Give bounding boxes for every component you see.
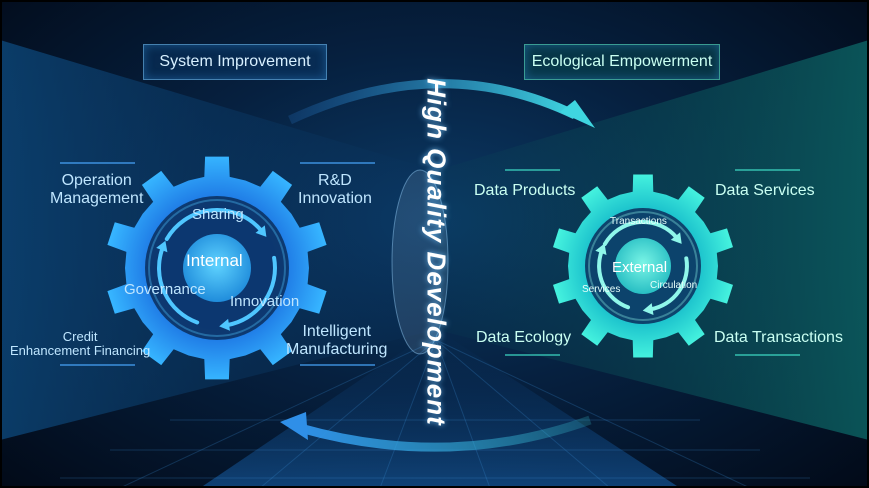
top-arrow-body bbox=[288, 79, 577, 125]
external-gear-cycle-arrowhead-1 bbox=[670, 232, 682, 244]
external-gear-cycle-arrow-2 bbox=[648, 256, 689, 312]
external-gear-cycle-arrowhead-2 bbox=[642, 303, 654, 315]
internal-gear bbox=[107, 156, 327, 380]
operation-management-label: Operation Management bbox=[50, 172, 144, 207]
label-accents bbox=[60, 162, 800, 366]
intelligent-manufacturing-label: Intelligent Manufacturing bbox=[286, 323, 388, 358]
rd-innovation-label: R&D Innovation bbox=[298, 172, 372, 207]
internal-gear-cycle-arrow-2 bbox=[225, 255, 277, 328]
top-arrow-head bbox=[560, 100, 595, 128]
internal-gear-hub bbox=[183, 234, 251, 302]
bottom-arrow-body bbox=[298, 415, 592, 452]
center-lens bbox=[391, 169, 449, 355]
ecological-empowerment-label: Ecological Empowerment bbox=[524, 44, 720, 80]
external-circulation-label: Circulation bbox=[650, 280, 698, 291]
credit-financing-label: Credit Enhancement Financing bbox=[10, 329, 151, 359]
data-services-label: Data Services bbox=[715, 182, 815, 199]
data-ecology-label: Data Ecology bbox=[476, 329, 572, 346]
external-center-label: External bbox=[612, 259, 668, 276]
floor-grid bbox=[60, 339, 810, 488]
external-services-label: Services bbox=[582, 284, 621, 295]
center-title: High Quality Development bbox=[421, 78, 452, 426]
external-gear-hub bbox=[615, 238, 671, 294]
external-gear-cycle-arrow-3 bbox=[597, 249, 630, 310]
internal-gear-cycle-arrowhead-2 bbox=[219, 318, 230, 331]
internal-gear-inner-ring bbox=[148, 199, 286, 337]
external-gear-inner-ring bbox=[588, 211, 698, 321]
internal-gear-cycle-arrowhead-3 bbox=[156, 240, 168, 253]
internal-governance-label: Governance bbox=[124, 281, 206, 298]
internal-sharing-label: Sharing bbox=[192, 206, 244, 223]
internal-innovation-label: Innovation bbox=[230, 293, 300, 310]
system-improvement-label: System Improvement bbox=[143, 44, 327, 80]
external-gear bbox=[553, 174, 733, 358]
data-transactions-label: Data Transactions bbox=[714, 329, 843, 346]
external-gear-cycle-arrowhead-3 bbox=[595, 243, 607, 255]
data-products-label: Data Products bbox=[474, 182, 576, 199]
internal-center-label: Internal bbox=[186, 251, 243, 270]
floor-glow bbox=[200, 330, 680, 488]
internal-gear-cycle-arrowhead-1 bbox=[255, 225, 267, 237]
internal-gear-cycle-arrow-3 bbox=[157, 246, 200, 325]
internal-gear-cycle-arrow-1 bbox=[164, 208, 264, 241]
external-gear-cycle-arrow-1 bbox=[602, 220, 679, 246]
external-transactions-label: Transactions bbox=[610, 216, 667, 227]
bottom-arrow-head bbox=[280, 412, 308, 440]
